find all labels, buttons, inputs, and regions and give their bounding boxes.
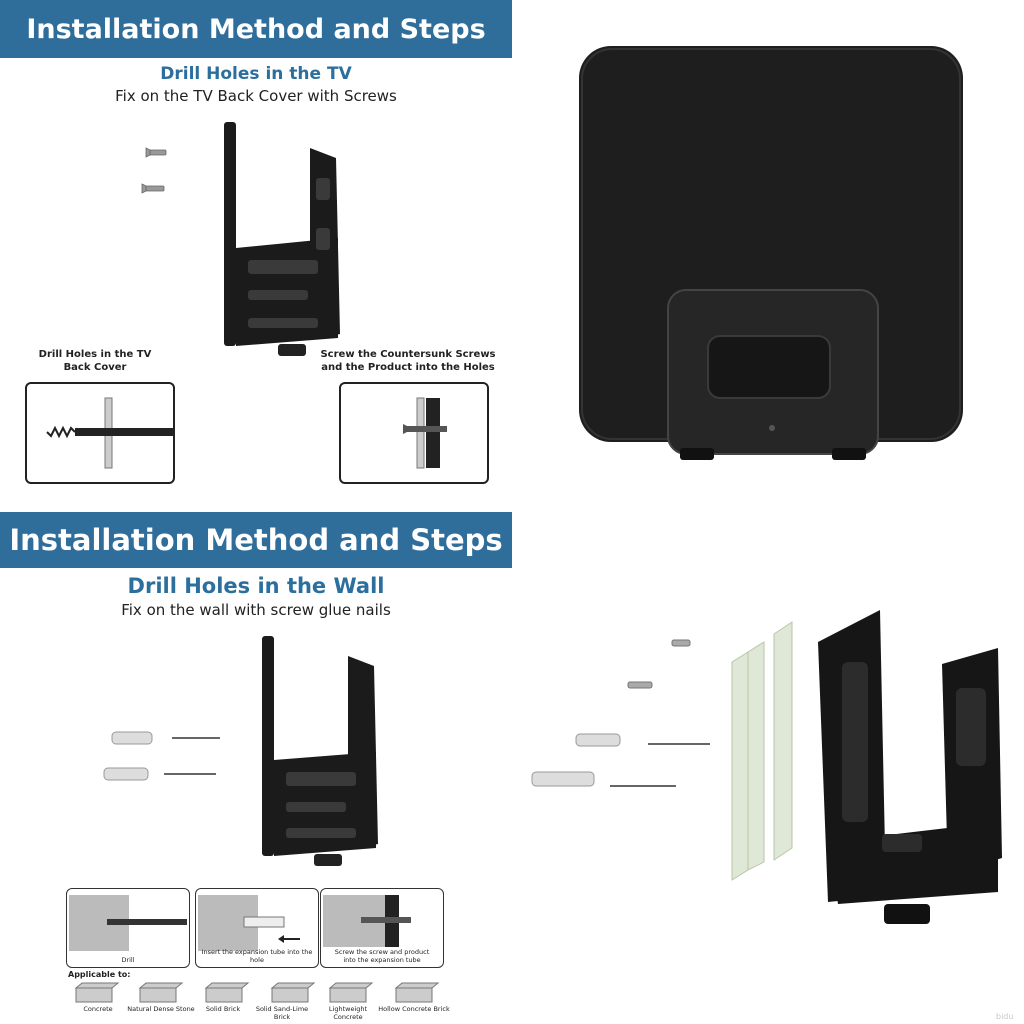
screw-tv-caption-line-2: and the Product into the Holes: [321, 362, 495, 373]
material-hollow-concrete-brick: Hollow Concrete Brick: [378, 1005, 450, 1013]
step-drill-label: Drill: [121, 956, 135, 964]
insert-anchor-icon: [198, 895, 300, 951]
step-screw-label-line-2: into the expansion tube: [343, 956, 421, 964]
step-insert-diagram: Insert the expansion tube into the hole: [195, 888, 319, 968]
screw-wall-icon: [403, 397, 447, 469]
material-lightweight-concrete: Lightweight Concrete: [328, 1005, 368, 1021]
kit-exploded-panel: bidu: [512, 512, 1024, 1024]
material-blocks-icon: [74, 982, 440, 1003]
material-concrete: Concrete: [83, 1005, 113, 1013]
tv-install-banner: Installation Method and Steps: [0, 0, 512, 58]
wall-bracket-icon: [262, 636, 378, 866]
material-natural-dense-stone: Natural Dense Stone: [127, 1005, 195, 1013]
countersunk-screws-icon: [141, 147, 167, 194]
exploded-kit-icon: [531, 610, 1002, 924]
screw-tv-diagram: [339, 382, 489, 484]
tv-install-panel: Installation Method and Steps Drill Hole…: [0, 0, 512, 512]
drill-concrete-icon: [69, 895, 187, 951]
tv-install-title: Drill Holes in the TV: [160, 64, 352, 84]
step-screw-diagram: Screw the screw and product into the exp…: [320, 888, 444, 968]
drill-bit-icon: [46, 397, 173, 469]
tv-install-subtitle: Fix on the TV Back Cover with Screws: [115, 87, 397, 105]
wall-install-title: Drill Holes in the Wall: [127, 574, 385, 598]
screw-tv-caption-line-1: Screw the Countersunk Screws: [320, 349, 496, 360]
step-insert-label: Insert the expansion tube into the hole: [201, 948, 313, 964]
step-screw-label: Screw the screw and product into the exp…: [321, 948, 443, 964]
wall-install-panel: Installation Method and Steps Drill Hole…: [0, 512, 512, 1024]
step-screw-label-line-1: Screw the screw and product: [334, 948, 430, 956]
step-drill-diagram: Drill: [66, 888, 190, 968]
screw-product-icon: [323, 895, 411, 947]
drill-tv-caption: Drill Holes in the TV Back Cover: [25, 348, 165, 374]
mounted-device-icon: [579, 46, 963, 460]
drill-tv-caption-line-1: Drill Holes in the TV: [38, 349, 152, 360]
drill-tv-diagram: [25, 382, 175, 484]
wall-install-subtitle: Fix on the wall with screw glue nails: [121, 601, 391, 619]
product-photo-panel: [512, 0, 1024, 512]
applicable-label: Applicable to:: [68, 970, 131, 979]
bracket-icon: [224, 122, 340, 356]
wall-install-banner: Installation Method and Steps: [0, 512, 512, 568]
watermark-text: bidu: [996, 1012, 1014, 1021]
material-solid-sand-lime-brick: Solid Sand-Lime Brick: [255, 1005, 309, 1021]
material-solid-brick: Solid Brick: [205, 1005, 241, 1013]
drill-tv-caption-line-2: Back Cover: [63, 362, 127, 373]
screw-tv-caption: Screw the Countersunk Screws and the Pro…: [318, 348, 498, 374]
wall-anchors-icon: [103, 731, 220, 781]
